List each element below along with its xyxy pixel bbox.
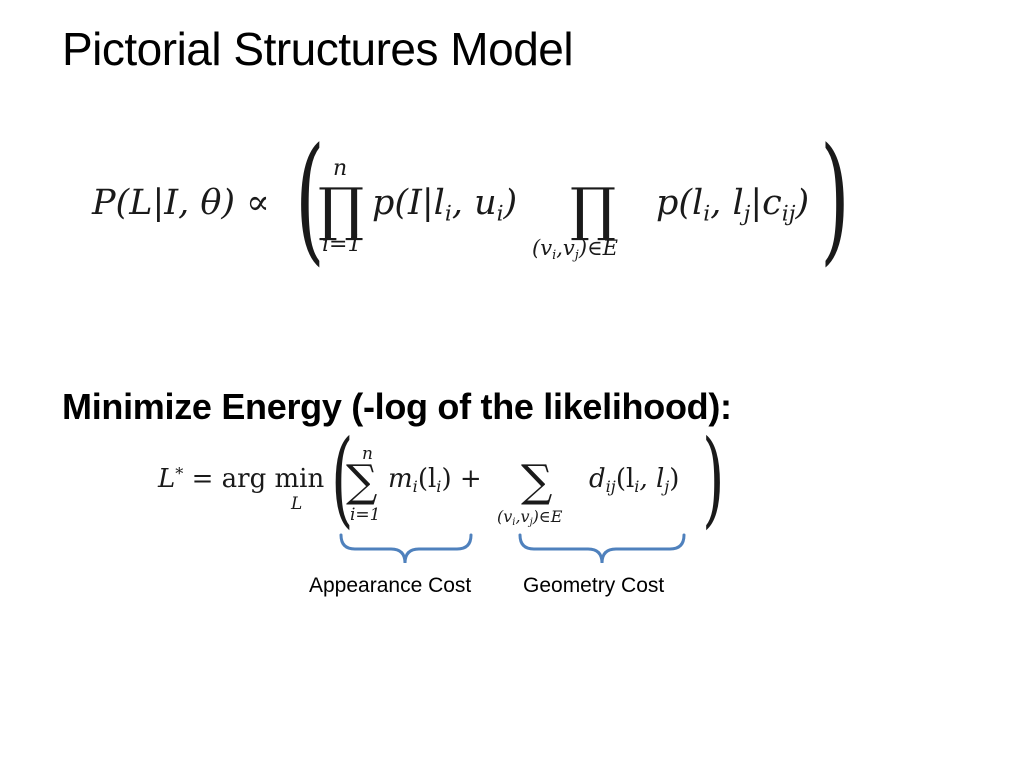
product1-lower-limit: i=1 — [322, 232, 362, 257]
equation2-right-paren: ) — [702, 417, 725, 539]
geometry-cost-term: dij(li, lj) — [589, 464, 680, 496]
appearance-cost-label: Appearance Cost — [309, 574, 472, 597]
equation1-lhs: P(L|I, θ) ∝ — [92, 183, 270, 223]
product2-symbol: ∏ — [570, 175, 617, 243]
sum2-lower-limit: (vi,vj)∈E — [497, 507, 563, 528]
slide-title: Pictorial Structures Model — [62, 23, 574, 75]
product2-lower-limit: (vi,vj)∈E — [532, 236, 618, 263]
sum2-symbol: ∑ — [521, 456, 553, 507]
energy-heading: Minimize Energy (-log of the likelihood)… — [62, 386, 732, 427]
geometry-cost-brace — [518, 533, 686, 564]
equation1-right-paren: ) — [820, 118, 850, 279]
product1-symbol: ∏ — [318, 175, 365, 243]
argmin-subscript: L — [291, 494, 303, 514]
equation2-left-paren: ( — [331, 417, 354, 539]
equation1-left-paren: ( — [295, 118, 325, 279]
geometry-cost-label: Geometry Cost — [523, 574, 665, 597]
product1-upper-limit: n — [333, 156, 348, 181]
appearance-cost-term: mi(li) + — [388, 464, 482, 496]
appearance-likelihood-term: p(I|li, ui) — [372, 183, 518, 227]
equation2-lhs: L* = arg min — [158, 464, 325, 495]
appearance-cost-brace — [339, 533, 473, 564]
likelihood-equation: P(L|I, θ) ∝ ( n ∏ i=1 p(I|li, ui) ∏ (vi,… — [0, 0, 1024, 300]
sum1-symbol: ∑ — [346, 456, 378, 507]
geometry-likelihood-term: p(li, lj|cij) — [656, 183, 810, 227]
sum1-lower-limit: i=1 — [350, 505, 381, 525]
sum1-upper-limit: n — [362, 444, 373, 464]
